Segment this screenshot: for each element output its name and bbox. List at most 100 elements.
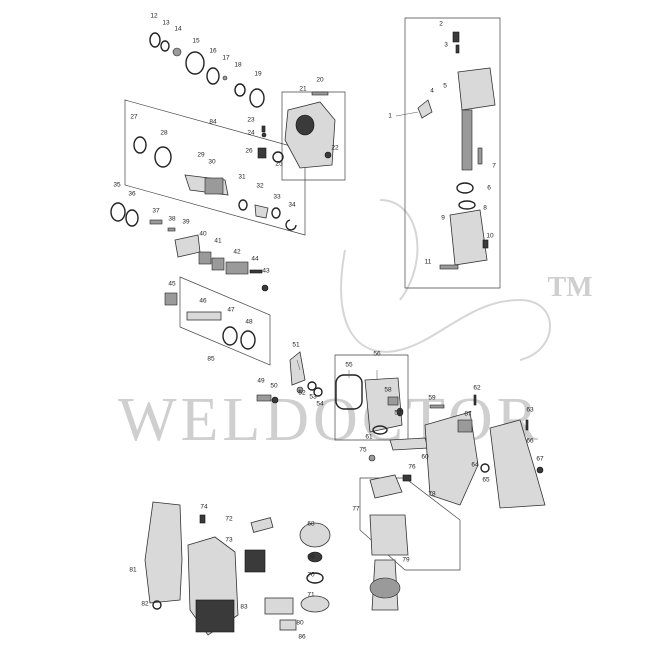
part-65-ring	[480, 463, 490, 473]
label-25: 25	[275, 161, 283, 168]
part-58-spring	[387, 396, 399, 406]
part-28-ring	[154, 146, 172, 168]
part-51-lever	[289, 351, 306, 386]
watermark-brand: WELDOCTOR	[118, 386, 542, 454]
part-87-label	[457, 419, 473, 433]
label-60: 60	[421, 454, 429, 461]
part-68-fan-cover	[299, 522, 331, 548]
label-5: 5	[443, 83, 447, 90]
part-45-bearing	[164, 292, 178, 306]
part-1-rod	[461, 109, 473, 171]
label-73: 73	[225, 537, 233, 544]
part-47-ring	[222, 326, 238, 346]
part-53-ring	[307, 381, 317, 391]
part-36-ring	[125, 209, 139, 227]
label-52: 52	[298, 390, 306, 397]
label-37: 37	[152, 208, 160, 215]
label-56: 56	[373, 351, 381, 358]
label-51: 51	[292, 342, 300, 349]
label-72: 72	[225, 516, 233, 523]
label-28: 28	[160, 130, 168, 137]
part-19-ring	[249, 88, 265, 108]
label-30: 30	[208, 159, 216, 166]
label-20: 20	[316, 77, 324, 84]
label-48: 48	[245, 319, 253, 326]
part-14-ring	[172, 47, 182, 57]
label-17: 17	[222, 55, 230, 62]
label-47: 47	[227, 307, 235, 314]
part-9-grip	[449, 209, 488, 266]
part-73-terminal	[244, 549, 266, 573]
part-2-screw	[452, 31, 460, 43]
part-83-battery	[195, 599, 235, 633]
callout-labels: 1 2 3 4 5 6 7 8 9 10 11 12 13 14 15 16 1…	[113, 13, 544, 641]
part-56-gear-housing	[364, 377, 403, 433]
label-34: 34	[288, 202, 296, 209]
part-81-housing	[144, 501, 183, 604]
part-15-ring	[185, 51, 205, 75]
part-71-baffle	[300, 595, 330, 613]
part-26-clip	[257, 147, 267, 159]
label-74: 74	[200, 504, 208, 511]
part-25-oring	[272, 151, 284, 163]
part-57-bolt	[396, 407, 404, 417]
label-2: 2	[439, 21, 443, 28]
label-81: 81	[129, 567, 137, 574]
part-64-housing-left	[424, 411, 479, 506]
label-57: 57	[394, 410, 402, 417]
label-49: 49	[257, 378, 265, 385]
label-18: 18	[234, 62, 242, 69]
part-74-screw	[199, 514, 206, 524]
label-80: 80	[296, 620, 304, 627]
part-39-clutch	[174, 234, 201, 258]
part-12-ring	[149, 32, 161, 48]
label-9: 9	[441, 215, 445, 222]
part-75-screw	[368, 454, 376, 462]
label-12: 12	[150, 13, 158, 20]
label-85: 85	[207, 356, 215, 363]
label-7: 7	[492, 163, 496, 170]
piston-assembly-frame	[179, 276, 271, 366]
part-33-ring	[271, 207, 281, 219]
label-27: 27	[130, 114, 138, 121]
label-32: 32	[256, 183, 264, 190]
label-71: 71	[307, 592, 315, 599]
part-70-ring	[306, 572, 324, 584]
part-42-shaft	[225, 261, 249, 275]
part-72-pad	[250, 517, 274, 533]
label-83: 83	[240, 604, 248, 611]
handle-assembly-frame	[404, 17, 501, 289]
label-39: 39	[182, 219, 190, 226]
label-54: 54	[316, 401, 324, 408]
part-18-ring	[234, 83, 246, 97]
label-3: 3	[444, 42, 448, 49]
part-17-ball	[222, 75, 228, 81]
label-38: 38	[168, 216, 176, 223]
label-35: 35	[113, 182, 121, 189]
part-86-plate	[279, 619, 297, 631]
label-58: 58	[384, 387, 392, 394]
label-87: 87	[464, 411, 472, 418]
label-63: 63	[526, 407, 534, 414]
part-52-washer	[296, 386, 304, 394]
part-16-ring	[206, 67, 220, 85]
part-46-crank	[186, 311, 222, 321]
label-10: 10	[486, 233, 494, 240]
label-26: 26	[245, 148, 253, 155]
label-62: 62	[473, 385, 481, 392]
part-7-pin	[477, 147, 483, 165]
part-50-ball	[271, 396, 279, 404]
part-66-housing-right	[489, 419, 546, 509]
label-43: 43	[262, 268, 270, 275]
label-42: 42	[233, 249, 241, 256]
part-6-ring	[456, 182, 474, 194]
part-61-oring	[372, 425, 388, 435]
label-44: 44	[251, 256, 259, 263]
label-66: 66	[526, 438, 534, 445]
part-69-bearing	[307, 551, 323, 563]
label-53: 53	[309, 394, 317, 401]
label-8: 8	[483, 205, 487, 212]
part-80-switch	[264, 597, 294, 615]
label-21: 21	[299, 86, 307, 93]
